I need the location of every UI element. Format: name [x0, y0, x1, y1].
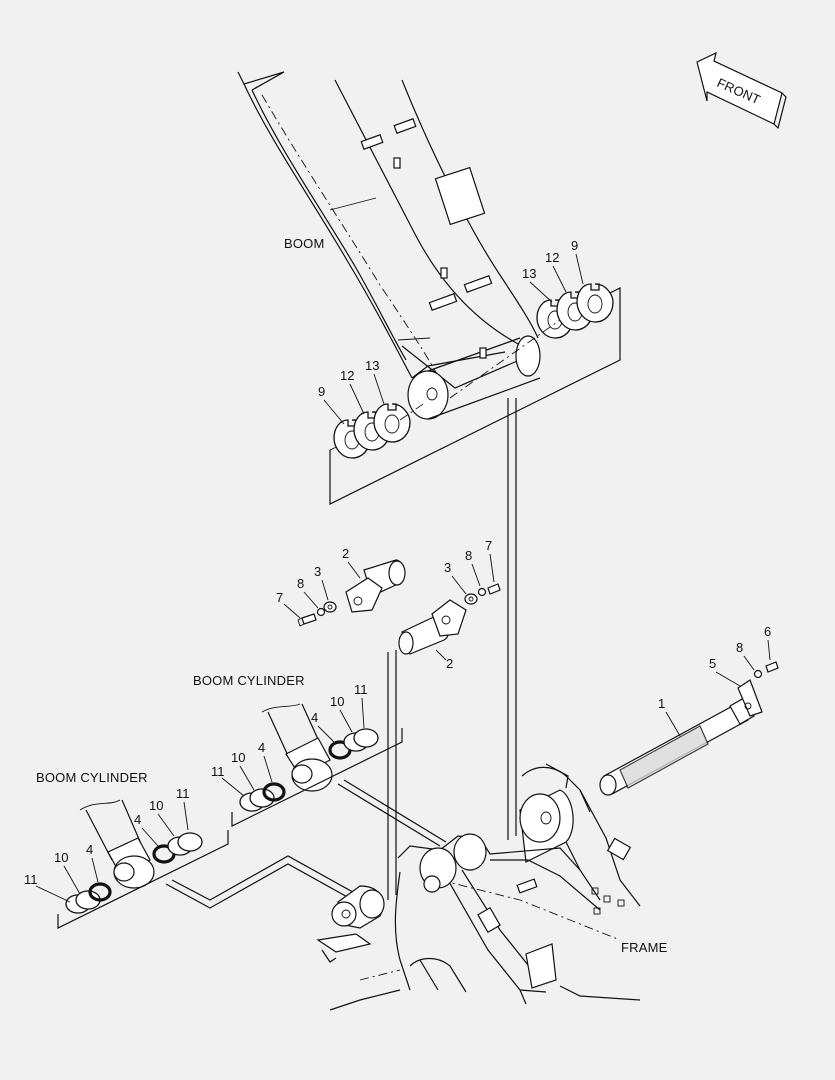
washer-8-right [477, 587, 487, 597]
callout-10-c: 10 [54, 850, 68, 865]
callout-8-right: 8 [465, 548, 472, 563]
bolt-7-right [487, 583, 501, 595]
callout-12-right: 12 [545, 250, 559, 265]
callout-10-d: 10 [149, 798, 163, 813]
shim-set-right [449, 283, 614, 399]
link-line-cylinder-lower [165, 855, 361, 909]
callout-13-left: 13 [365, 358, 379, 373]
bolt-7-left [297, 613, 317, 627]
callout-11-a: 11 [211, 764, 225, 779]
washer-3-right [464, 593, 478, 605]
link-line-cylinder-upper [337, 779, 447, 847]
pin-2-top [345, 559, 406, 613]
pin-1 [599, 679, 763, 796]
callout-4-a: 4 [258, 740, 265, 755]
callout-4-d: 4 [134, 812, 141, 827]
callout-8-pin: 8 [736, 640, 743, 655]
bolt-6 [765, 661, 779, 673]
boom-label: BOOM [284, 236, 325, 251]
bushing-set-lower [65, 832, 203, 914]
link-line-boom-frame [507, 398, 517, 840]
callout-3-left: 3 [314, 564, 321, 579]
callout-4-b: 4 [311, 710, 318, 725]
washer-8-left [316, 607, 326, 617]
callout-10-b: 10 [330, 694, 344, 709]
bushing-set-upper [239, 728, 379, 812]
boom-cylinder-upper [261, 703, 333, 792]
front-arrow: FRONT [696, 51, 787, 130]
callout-10-a: 10 [231, 750, 245, 765]
callout-7-right: 7 [485, 538, 492, 553]
link-line-pin-left [387, 650, 397, 900]
callout-13-right: 13 [522, 266, 536, 281]
callout-11-c: 11 [24, 872, 38, 887]
callout-8-left: 8 [297, 576, 304, 591]
shim-panel-cylinder-lower [57, 830, 229, 929]
shim-set-left [333, 401, 427, 459]
callout-2-top: 2 [342, 546, 349, 561]
frame-label: FRAME [621, 940, 668, 955]
boom-shim-panel-left [329, 287, 621, 505]
callout-3-right: 3 [444, 560, 451, 575]
callout-12-left: 12 [340, 368, 354, 383]
boom-cylinder-lower [79, 799, 155, 889]
callout-1: 1 [658, 696, 665, 711]
pin-2-bottom [398, 599, 467, 655]
callout-5: 5 [709, 656, 716, 671]
callout-2-bottom: 2 [446, 656, 453, 671]
callout-4-c: 4 [86, 842, 93, 857]
callout-9-left: 9 [318, 384, 325, 399]
callout-9-right: 9 [571, 238, 578, 253]
boom-cylinder-upper-label: BOOM CYLINDER [193, 673, 305, 688]
callout-6: 6 [764, 624, 771, 639]
washer-8-pin [753, 669, 763, 679]
boom-cylinder-lower-label: BOOM CYLINDER [36, 770, 148, 785]
shim-panel-cylinder-upper [231, 728, 403, 827]
frame-structure [316, 763, 641, 1011]
callout-7-left: 7 [276, 590, 283, 605]
callout-11-d: 11 [176, 786, 190, 801]
callout-11-b: 11 [354, 682, 368, 697]
washer-3-left [323, 601, 337, 613]
